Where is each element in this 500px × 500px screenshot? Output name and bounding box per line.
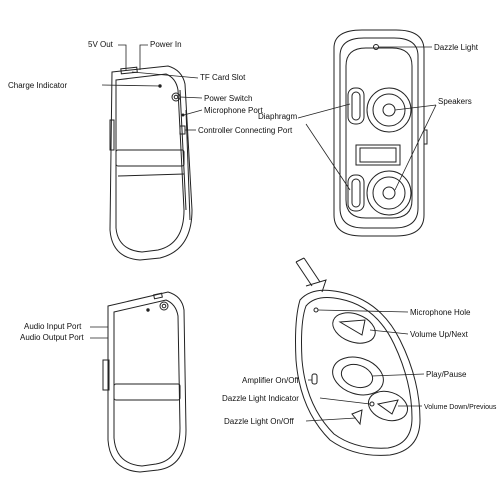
device-back-top xyxy=(109,65,193,261)
label-dazzle-indicator: Dazzle Light Indicator xyxy=(222,394,299,403)
leader-lines xyxy=(90,44,437,422)
device-speaker-front xyxy=(333,29,428,237)
label-charge-indicator: Charge Indicator xyxy=(8,81,67,90)
label-audio-output: Audio Output Port xyxy=(20,333,84,342)
label-volume-down-prev: Volume Down/Previous xyxy=(424,404,497,411)
label-power-switch: Power Switch xyxy=(204,94,252,103)
device-remote-controller xyxy=(295,257,421,456)
label-speakers: Speakers xyxy=(438,97,472,106)
label-power-in: Power In xyxy=(150,40,182,49)
label-microphone-hole: Microphone Hole xyxy=(410,308,471,317)
label-group: 5V Out Power In Charge Indicator TF Card… xyxy=(8,40,497,426)
device-back-bottom xyxy=(102,291,187,473)
label-audio-input: Audio Input Port xyxy=(24,322,82,331)
label-dazzle-light: Dazzle Light xyxy=(434,43,479,52)
label-controller-port: Controller Connecting Port xyxy=(198,126,293,135)
label-diaphragm: Diaphragm xyxy=(258,112,297,121)
label-microphone-port: Microphone Port xyxy=(204,106,263,115)
label-volume-up-next: Volume Up/Next xyxy=(410,330,469,339)
label-amplifier-onoff: Amplifier On/Off xyxy=(242,376,300,385)
label-tf-card-slot: TF Card Slot xyxy=(200,73,246,82)
label-5v-out: 5V Out xyxy=(88,40,114,49)
label-play-pause: Play/Pause xyxy=(426,370,467,379)
label-dazzle-onoff: Dazzle Light On/Off xyxy=(224,417,294,426)
